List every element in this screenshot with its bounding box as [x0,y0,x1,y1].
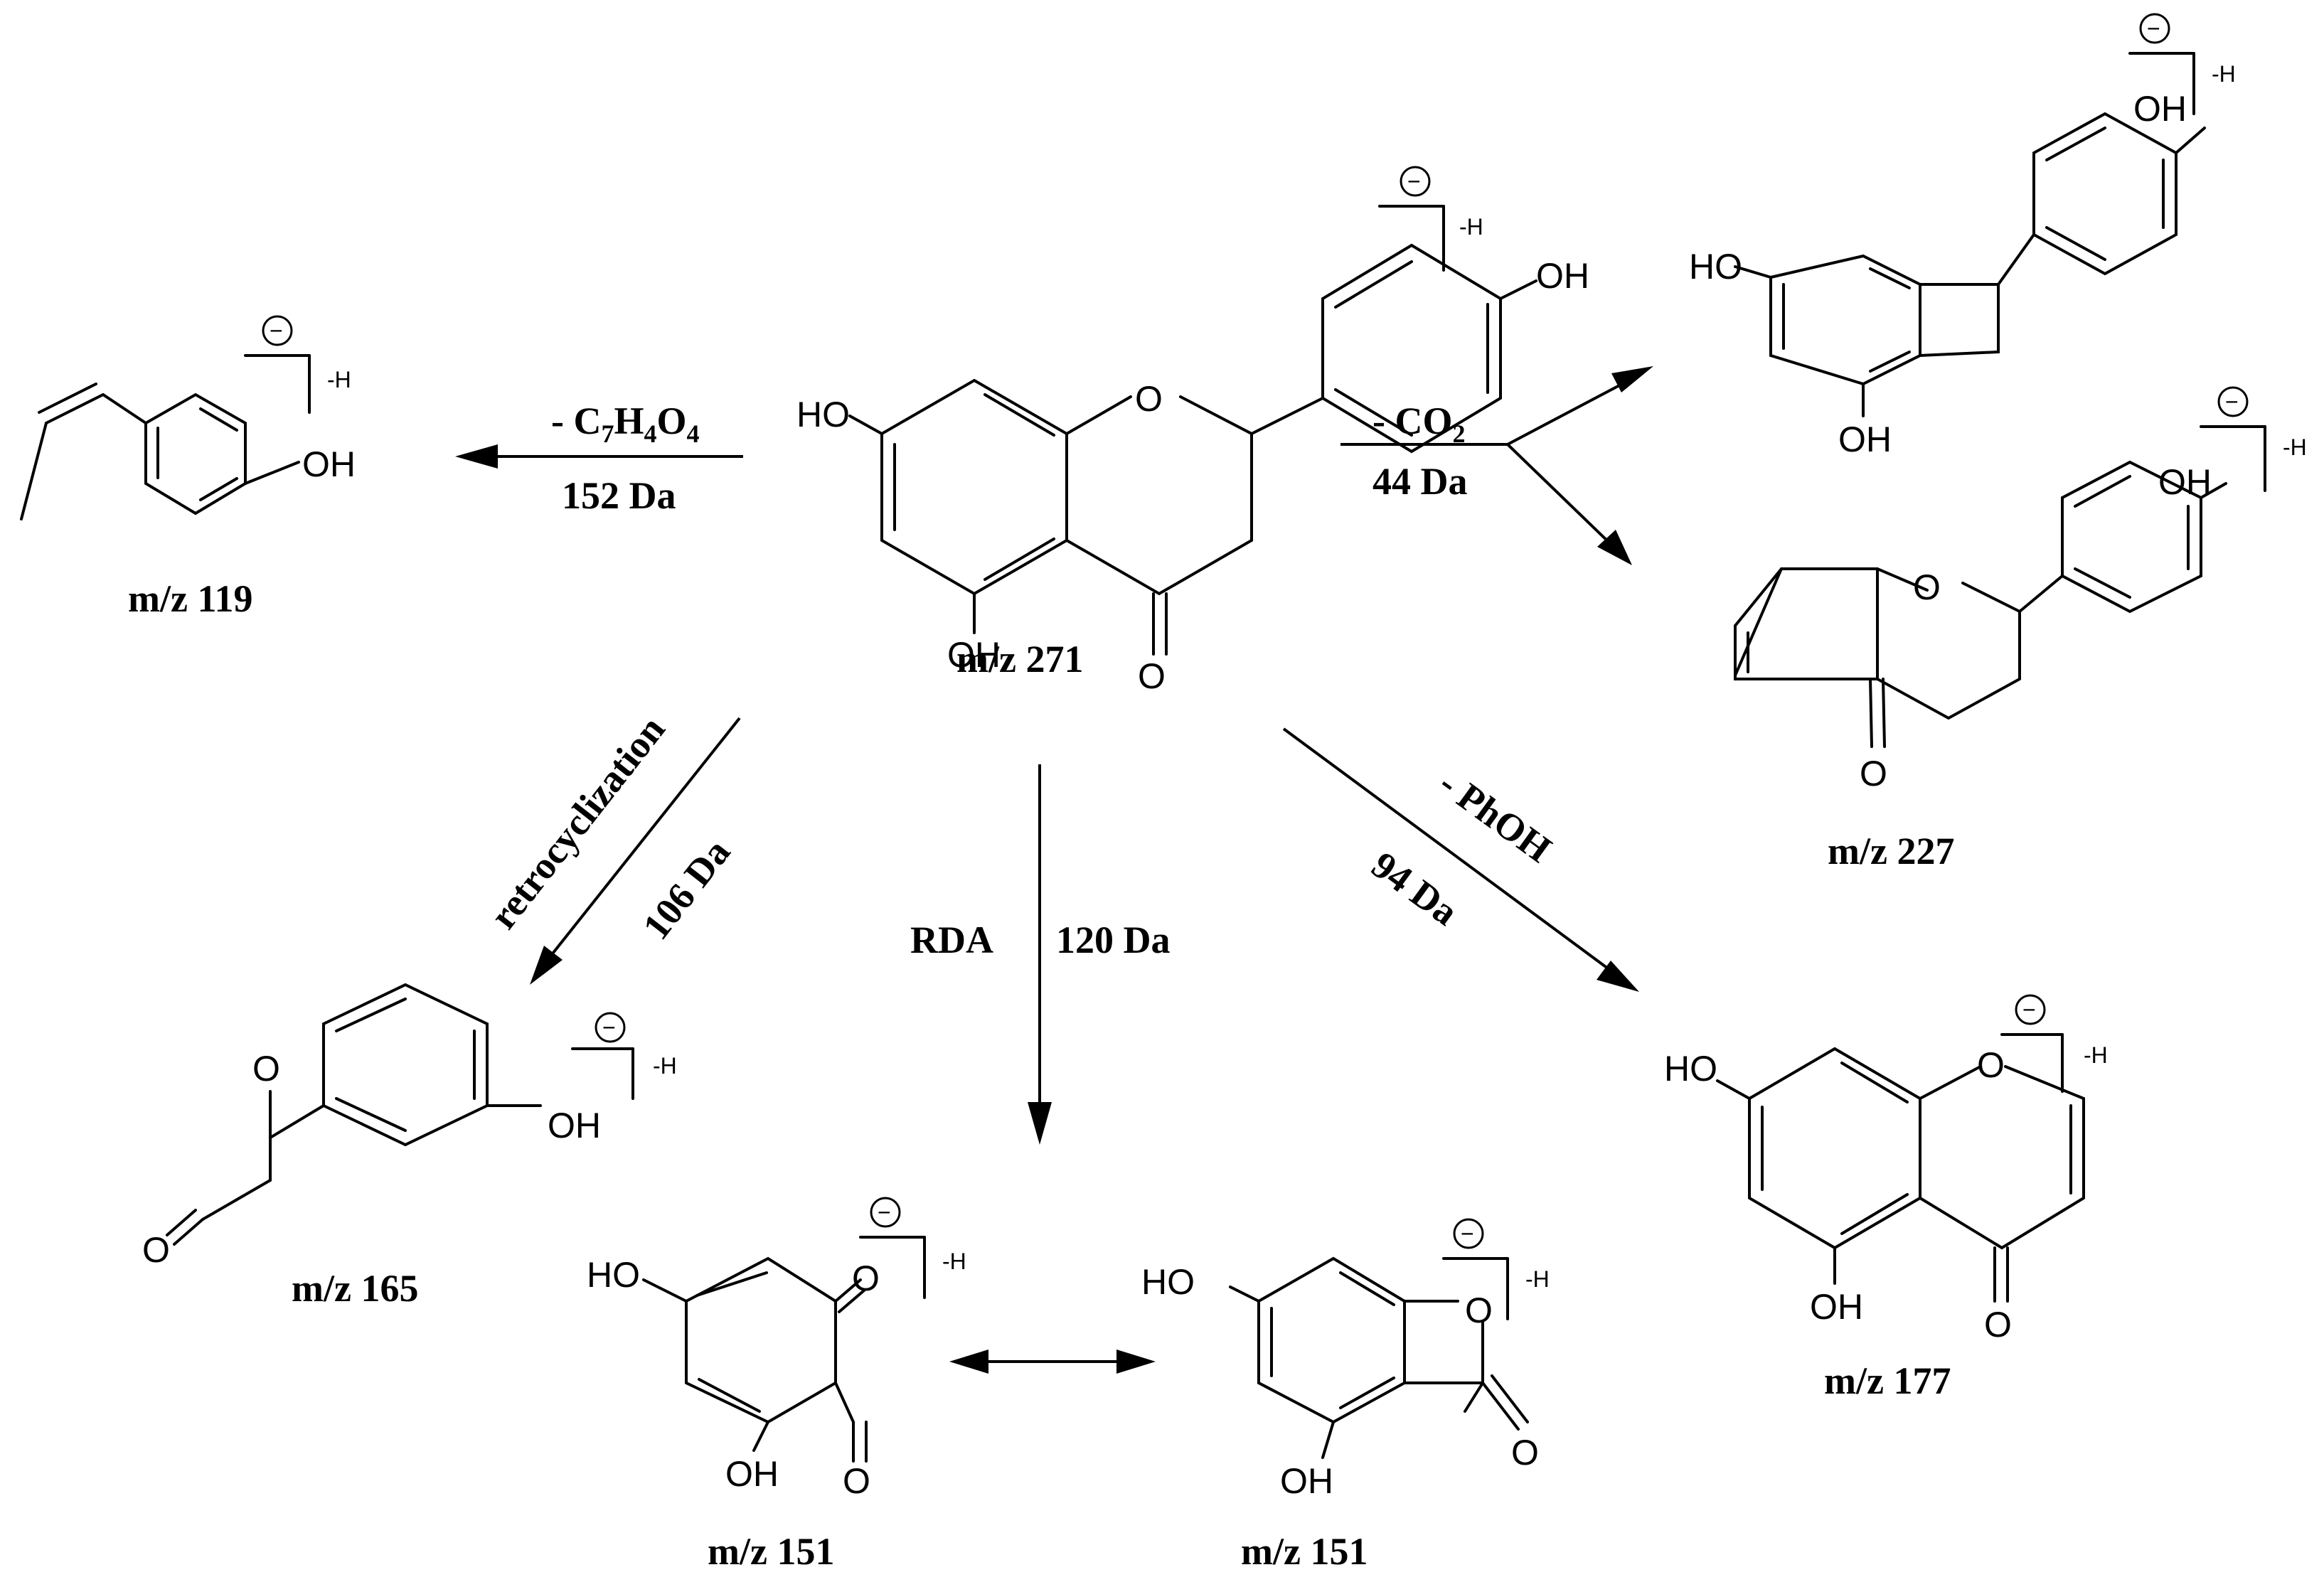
mass-label-44: 44 Da [1372,460,1468,503]
mass-label-152: 152 Da [562,474,676,517]
fragment-structure-m177: HO O OH O − -H [1664,994,2108,1345]
charge-sign: − [602,1015,616,1040]
atom-label: OH [1810,1287,1863,1327]
atom-label: OH [1838,419,1892,459]
charge-sign: − [1407,169,1421,194]
compound-label-m151-left: m/z 151 [708,1530,834,1573]
fragment-structure-m227: O O OH − -H [1734,386,2307,793]
atom-label: O [843,1461,870,1501]
ion-suffix: -H [942,1249,966,1274]
arrow-retrocyclization [530,717,741,985]
atom-label: OH [2158,462,2212,502]
atom-label: HO [1664,1049,1717,1089]
ion-suffix: -H [2212,61,2236,87]
atom-label: OH [1536,256,1589,296]
fragment-structure-m151-right: HO O O OH − -H [1141,1218,1550,1501]
fragment-structure-m151-left: HO O OH O − -H [587,1197,966,1501]
charge-circle [1400,166,1431,197]
charge-sign: − [2147,16,2160,41]
atom-label: O [852,1258,880,1298]
atom-label: O [1860,754,1887,793]
charge-sign: − [878,1199,891,1225]
ion-suffix: -H [2283,434,2307,460]
charge-circle [1453,1218,1484,1249]
atom-label: OH [947,635,1001,675]
arrow-rda [1028,764,1052,1145]
charge-circle [595,1012,626,1043]
atom-label: O [1913,567,1941,607]
atom-label: OH [548,1106,601,1145]
mass-label-106: 106 Da [634,831,738,947]
compound-label-m119: m/z 119 [128,577,252,620]
charge-sign: − [1461,1221,1474,1246]
ion-suffix: -H [1459,214,1483,240]
arrow-loss-co2 [1340,366,1653,565]
fragment-structure-co2-upper: HO OH OH − -H [1689,13,2236,459]
loss-label-c7h4o4: - C7H4O4 [551,400,700,448]
resonance-arrow [949,1349,1156,1374]
atom-label: OH [1280,1461,1333,1501]
charge-sign: − [2022,997,2036,1022]
precursor-structure-m271: HO O OH O OH − -H [796,166,1589,696]
loss-label-co2: - CO2 [1372,400,1465,448]
atom-label: HO [587,1255,640,1295]
charge-sign: − [2225,389,2239,415]
arrow-loss-c7h4o4 [455,444,743,469]
mass-label-94: 94 Da [1364,843,1466,934]
atom-label: O [1984,1305,2012,1345]
charge-circle [2139,13,2170,44]
fragment-structure-m119: OH − -H [20,315,356,520]
compound-label-m177: m/z 177 [1824,1359,1951,1402]
ion-suffix: -H [1525,1266,1550,1292]
atom-label: O [1135,379,1163,419]
ion-suffix: -H [327,367,351,392]
atom-label: OH [2133,89,2187,129]
charge-circle [870,1197,901,1228]
arrow-loss-phoh [1282,727,1639,992]
ion-suffix: -H [653,1053,677,1079]
charge-circle [2015,994,2046,1025]
pathway-label-rda: RDA [910,919,993,961]
atom-label: OH [725,1454,779,1494]
atom-label: O [1977,1045,2005,1085]
charge-sign: − [270,318,283,343]
pathway-label-retrocyclization: retrocyclization [481,708,673,936]
charge-circle [262,315,293,346]
atom-label: O [1511,1433,1539,1473]
atom-label: HO [1689,247,1742,287]
atom-label: HO [796,395,850,434]
loss-label-phoh: - PhOH [1432,761,1560,870]
atom-label: O [142,1230,170,1270]
fragment-structure-m165: O O OH − -H [142,983,677,1270]
compound-label-m227: m/z 227 [1828,830,1954,872]
atom-label: O [1465,1290,1493,1330]
mass-label-120: 120 Da [1056,919,1171,961]
compound-label-m151-right: m/z 151 [1241,1530,1368,1573]
atom-label: O [1138,656,1166,696]
charge-circle [2217,386,2249,417]
compound-label-m165: m/z 165 [292,1267,418,1310]
atom-label: O [252,1049,280,1089]
atom-label: OH [302,444,356,484]
ion-suffix: -H [2084,1042,2108,1068]
compound-label-m271: m/z 271 [956,638,1083,680]
atom-label: HO [1141,1262,1195,1302]
